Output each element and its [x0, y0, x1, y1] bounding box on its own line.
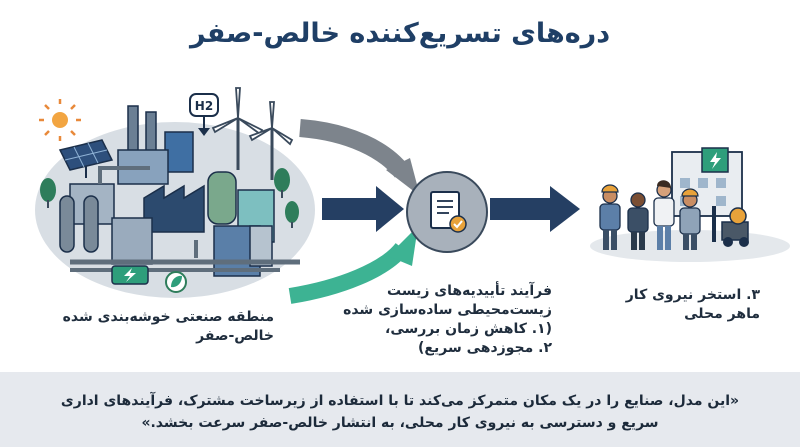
- worker-icon: [599, 180, 701, 250]
- arrow-dark-out: [490, 186, 580, 232]
- process-label-line-4: ۲. مجوزدهی سریع): [418, 340, 552, 356]
- wind-turbine-icon: [211, 87, 294, 180]
- solar-panel-icon: [58, 139, 114, 178]
- page-title: دره‌های تسریع‌کننده خالص-صفر: [189, 18, 611, 49]
- workforce-label-line-1: ۳. استخر نیروی کار: [625, 287, 760, 303]
- process-label-line-2: زیست‌محیطی ساده‌سازی شده: [343, 302, 552, 318]
- workforce-label-line-2: ماهر محلی: [684, 306, 760, 322]
- battery-icon: [111, 265, 149, 285]
- leaf-icon: [165, 271, 187, 293]
- office-building-icon: [671, 147, 743, 217]
- factory-icon: [59, 105, 300, 277]
- diagram-art: H2: [35, 87, 790, 304]
- process-label-line-1: فرآیند تأییدیه‌های زیست: [387, 283, 552, 299]
- h2-badge-text: H2: [195, 99, 213, 113]
- sun-icon: [39, 99, 81, 141]
- zone-label-line-2: خالص-صفر: [196, 328, 274, 344]
- quote-text: «این مدل، صنایع را در یک مکان متمرکز می‌…: [60, 393, 740, 431]
- workforce-area: [590, 230, 790, 262]
- zone-label: منطقه صنعتی خوشه‌بندی شده خالص-صفر: [62, 308, 274, 346]
- arrow-green: [288, 226, 418, 304]
- document-check-icon: [430, 191, 467, 233]
- quote-box: «این مدل، صنایع را در یک مکان متمرکز می‌…: [0, 372, 800, 447]
- tree-icon: [40, 168, 299, 228]
- forklift-icon: [712, 206, 749, 247]
- process-label-line-3: (۱. کاهش زمان بررسی،: [385, 321, 552, 337]
- hydrogen-tank-icon: H2: [189, 93, 219, 136]
- zone-label-line-1: منطقه صنعتی خوشه‌بندی شده: [62, 309, 274, 325]
- arrow-gray: [299, 119, 420, 196]
- workforce-label: ۳. استخر نیروی کار ماهر محلی: [625, 286, 760, 324]
- arrow-dark-in: [322, 186, 404, 232]
- process-label: فرآیند تأییدیه‌های زیست زیست‌محیطی ساده‌…: [343, 282, 552, 358]
